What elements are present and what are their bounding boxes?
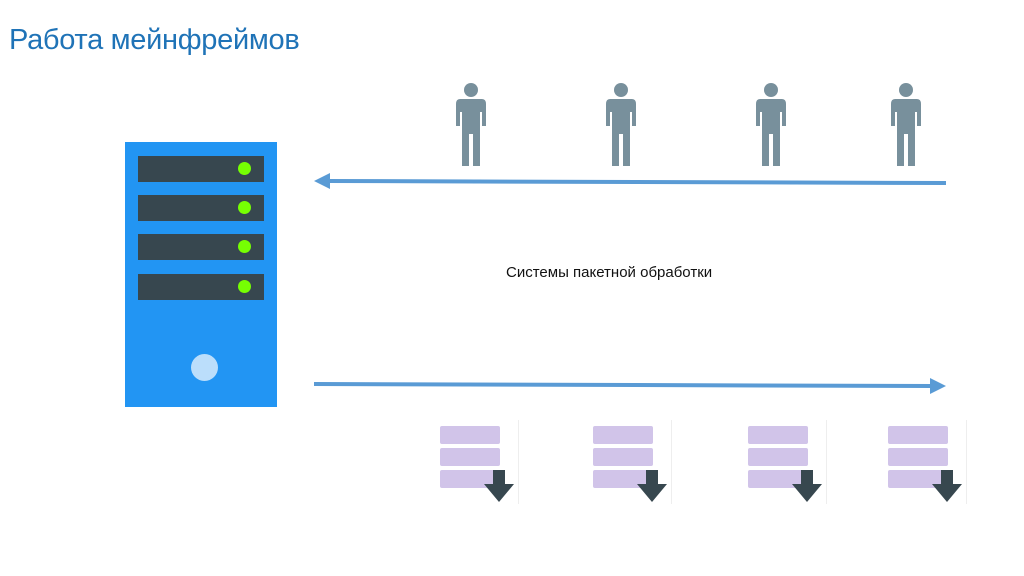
download-arrow-icon <box>637 470 667 502</box>
user-icon <box>456 83 486 166</box>
batch-processing-label: Системы пакетной обработки <box>506 264 713 281</box>
user-icon <box>891 83 921 166</box>
arrow-to-jobs <box>313 378 946 394</box>
server-icon <box>125 142 277 407</box>
user-icon <box>606 83 636 166</box>
server-slot <box>138 156 264 182</box>
arrow-to-server <box>314 173 947 189</box>
server-power-button <box>191 354 218 381</box>
batch-job-icon <box>748 420 828 504</box>
batch-job-icon <box>888 420 968 504</box>
user-icon <box>756 83 786 166</box>
server-led <box>238 201 251 214</box>
server-slot <box>138 234 264 260</box>
page-title: Работа мейнфреймов <box>9 24 300 56</box>
server-led <box>238 280 251 293</box>
server-led <box>238 162 251 175</box>
server-slot <box>138 195 264 221</box>
server-led <box>238 240 251 253</box>
download-arrow-icon <box>484 470 514 502</box>
download-arrow-icon <box>792 470 822 502</box>
server-slot <box>138 274 264 300</box>
batch-job-icon <box>593 420 673 504</box>
batch-job-icon <box>440 420 520 504</box>
download-arrow-icon <box>932 470 962 502</box>
